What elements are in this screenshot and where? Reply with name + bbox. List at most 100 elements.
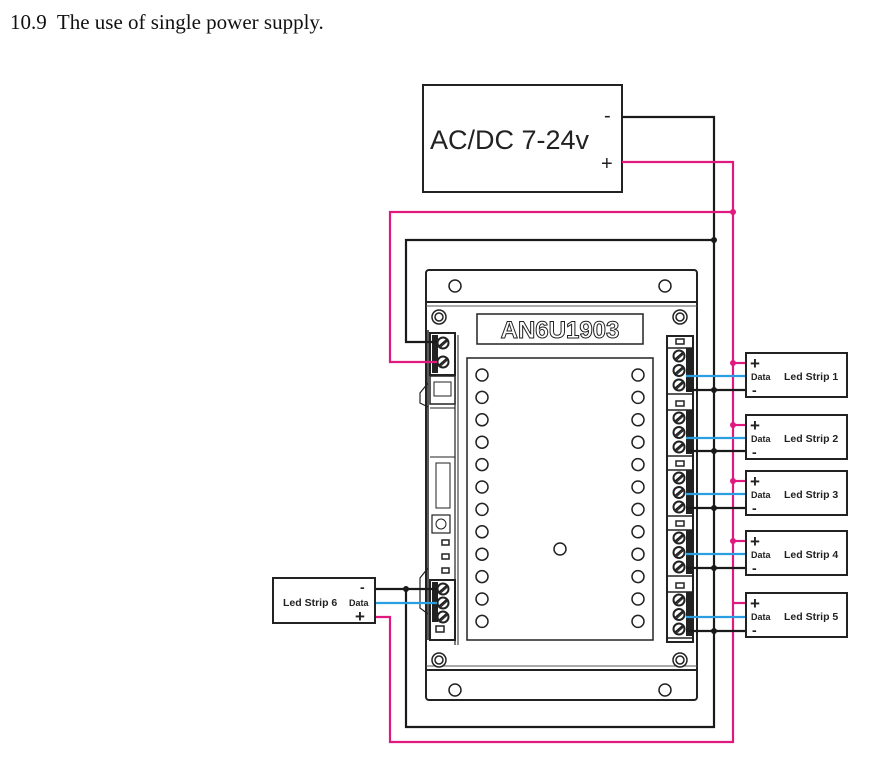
- wire-junction: [711, 237, 717, 243]
- pin-right: [631, 480, 645, 494]
- pin-right: [631, 413, 645, 427]
- terminal-screw-icon: [672, 349, 686, 363]
- wire-junction: [730, 209, 736, 215]
- plus-terminal-label: +: [750, 594, 760, 613]
- power-supply: AC/DC 7-24v - +: [422, 84, 623, 193]
- pin-right: [631, 502, 645, 517]
- plus-terminal-label: +: [750, 354, 760, 373]
- screw-icon: [431, 309, 447, 325]
- terminal-indicator: [675, 582, 685, 589]
- terminal-screw-icon: [672, 622, 686, 636]
- screw-icon: [431, 652, 447, 668]
- terminal-screw-icon: [672, 378, 686, 392]
- pin-right: [631, 435, 645, 449]
- led-strip-box: [745, 530, 848, 576]
- positive-bus-wire: [374, 160, 735, 744]
- power-supply-minus: -: [604, 105, 611, 127]
- section-heading: 10.9 The use of single power supply.: [10, 10, 324, 35]
- negative-bus-wire: [404, 115, 716, 729]
- pin-left: [475, 569, 489, 584]
- terminal-indicator: [675, 460, 685, 467]
- wire-junction: [711, 387, 717, 393]
- pin-left: [475, 413, 489, 427]
- controller-board: AN6U1903: [419, 269, 698, 701]
- pin-left: [475, 525, 489, 539]
- plus-terminal-label: +: [355, 607, 365, 626]
- led-strip-3: +Data-Led Strip 3: [745, 470, 848, 516]
- terminal-screw-icon: [672, 440, 686, 454]
- terminal-screw-icon: [672, 593, 686, 607]
- module-pins: [475, 368, 645, 629]
- pin-left: [475, 480, 489, 494]
- pin-right: [631, 592, 645, 606]
- terminal-indicator: [675, 400, 685, 407]
- led-strip-name: Led Strip 4: [784, 549, 838, 561]
- pin-right: [631, 614, 645, 629]
- pin-right: [631, 457, 645, 472]
- minus-terminal-label: -: [752, 444, 757, 460]
- screw-icon: [672, 652, 688, 668]
- led-strip-name: Led Strip 1: [784, 371, 838, 383]
- led-strips: +Data-Led Strip 1+Data-Led Strip 2+Data-…: [272, 352, 848, 638]
- pin-right: [631, 390, 645, 405]
- terminal-block-1: [668, 338, 692, 395]
- model-plate: [476, 313, 644, 345]
- terminal-screw-icon: [672, 471, 686, 485]
- mounting-hole: [658, 279, 672, 293]
- terminal-screw-icon: [436, 582, 450, 596]
- section-title: The use of single power supply.: [56, 10, 324, 34]
- led-strip-6: -Data+Led Strip 6: [272, 577, 376, 626]
- module-outline: [466, 357, 654, 641]
- terminal-screw-icon: [672, 531, 686, 545]
- power-supply-plus: +: [601, 153, 613, 175]
- minus-terminal-label: -: [752, 382, 757, 398]
- terminal-screw-icon: [672, 411, 686, 425]
- output-terminals: [666, 335, 694, 643]
- led-strip-2: +Data-Led Strip 2: [745, 414, 848, 460]
- terminal-block-2: [668, 400, 692, 457]
- terminal-screw-icon: [436, 336, 450, 350]
- terminal-screw-icon: [672, 608, 686, 621]
- model-label: AN6U1903: [501, 317, 620, 344]
- left-side-panel: [419, 330, 459, 645]
- led-strip-box: [745, 414, 848, 460]
- wire-junction: [730, 360, 736, 366]
- pin-left: [475, 502, 489, 517]
- plus-terminal-label: +: [750, 472, 760, 491]
- data-terminal-label: Data: [751, 550, 772, 560]
- led-indicator: [441, 553, 450, 560]
- section-number: 10.9: [10, 10, 47, 34]
- plus-terminal-label: +: [750, 532, 760, 551]
- minus-terminal-label: -: [752, 622, 757, 638]
- data-terminal-label: Data: [751, 612, 772, 622]
- pin-right: [631, 547, 645, 561]
- wire-junction: [730, 422, 736, 428]
- led-indicator: [441, 567, 450, 574]
- data-terminal-label: Data: [751, 434, 772, 444]
- led-strip-box: [272, 577, 376, 624]
- mounting-hole: [448, 683, 462, 697]
- data-terminal-label: Data: [751, 490, 772, 500]
- pin-right: [631, 525, 645, 539]
- terminal-screw-icon: [672, 500, 686, 514]
- terminal-screw-icon: [672, 364, 686, 377]
- pin-left: [475, 390, 489, 405]
- wire-junction: [730, 478, 736, 484]
- terminal-block-3: [668, 460, 692, 517]
- pin-left: [475, 368, 489, 382]
- pin-left: [475, 547, 489, 561]
- led-strip-name: Led Strip 3: [784, 489, 838, 501]
- led-strip-5: +Data-Led Strip 5: [745, 592, 848, 638]
- led-strip-1: +Data- Led Strip 1: [745, 352, 848, 398]
- terminal-block-5: [668, 582, 692, 639]
- pin-right: [631, 368, 645, 382]
- led-strip-name: Led Strip 6: [283, 597, 337, 609]
- plus-terminal-label: +: [750, 416, 760, 435]
- data-terminal-label: Data: [751, 372, 772, 382]
- led-indicator: [441, 539, 450, 546]
- terminal-indicator: [675, 520, 685, 527]
- minus-terminal-label: -: [360, 579, 365, 595]
- pin-left: [475, 614, 489, 629]
- wire-junction: [403, 586, 409, 592]
